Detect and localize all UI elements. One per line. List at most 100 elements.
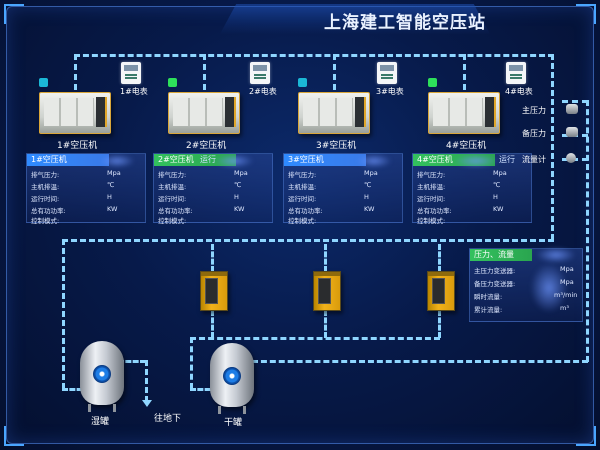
pipe — [74, 54, 554, 57]
row-label: 累计流量: — [474, 306, 503, 314]
pipe — [438, 310, 441, 338]
pipe — [190, 337, 440, 340]
row-unit: H — [493, 193, 498, 201]
pipe — [211, 244, 214, 272]
row-label: 运行时间: — [288, 195, 317, 203]
row-unit: H — [364, 193, 369, 201]
row-unit: Mpa — [493, 169, 507, 177]
sensor-label: 备压力 — [522, 129, 546, 138]
sensor-label: 主压力 — [522, 106, 546, 115]
row-label: 排气压力: — [158, 171, 187, 179]
compressor-panel-4[interactable]: 4#空压机 运行 排气压力: 主机排温: 运行时间: 总有功功率: 控制模式: … — [412, 153, 532, 225]
status-indicator-icon — [39, 78, 48, 87]
compressor-label: 3#空压机 — [316, 141, 357, 151]
pipe — [562, 100, 588, 103]
pipe — [118, 360, 146, 363]
row-unit: ℃ — [493, 181, 501, 189]
row-unit: Mpa — [234, 169, 248, 177]
pipe — [62, 239, 65, 389]
row-unit: KW — [364, 205, 375, 213]
sensor-label: 流量计 — [522, 155, 546, 164]
row-label: 排气压力: — [417, 171, 446, 179]
row-unit: KW — [234, 205, 245, 213]
pipe — [333, 54, 336, 90]
pressure-flow-panel[interactable]: 压力、流量 主压力变送器: 备压力变送器: 瞬时流量: 累计流量: Mpa Mp… — [469, 247, 583, 322]
tank-leg — [243, 406, 246, 414]
row-label: 总有功功率: — [288, 207, 323, 215]
frame-corner — [576, 426, 596, 446]
pipe — [62, 388, 90, 391]
flow-meter-icon — [566, 153, 576, 163]
status-badge: 运行 — [499, 155, 515, 164]
outlet-label: 往地下 — [154, 414, 182, 424]
row-unit: ℃ — [364, 181, 372, 189]
masked-value — [99, 154, 135, 168]
pipe — [252, 360, 588, 363]
row-label: 控制模式: — [288, 217, 317, 225]
status-badge: 运行 — [200, 155, 216, 164]
row-unit: ℃ — [107, 181, 115, 189]
row-label: 排气压力: — [288, 171, 317, 179]
row-label: 总有功功率: — [31, 207, 66, 215]
pipe — [586, 100, 589, 362]
electric-meter-icon[interactable] — [121, 62, 141, 84]
masked-value — [214, 154, 254, 168]
row-label: 主机排温: — [288, 183, 317, 191]
pressure-gauge-icon — [566, 104, 578, 114]
air-compressor-icon — [168, 92, 240, 134]
meter-label: 4#电表 — [505, 87, 533, 96]
meter-label: 3#电表 — [376, 87, 404, 96]
meter-label: 1#电表 — [120, 87, 148, 96]
tank-badge-icon — [93, 365, 111, 383]
compressor-label: 2#空压机 — [186, 141, 227, 151]
tank-leg — [88, 404, 91, 412]
row-unit: m³/min — [554, 291, 578, 299]
row-unit: H — [107, 193, 112, 201]
row-unit: KW — [493, 205, 504, 213]
row-label: 排气压力: — [31, 171, 60, 179]
pipe — [203, 54, 206, 90]
refrigerated-dryer-icon[interactable] — [313, 271, 341, 311]
air-tank-icon — [80, 341, 124, 405]
compressor-panel-2[interactable]: 2#空压机 运行 排气压力: 主机排温: 运行时间: 总有功功率: 控制模式: … — [153, 153, 273, 225]
masked-value — [530, 263, 568, 313]
meter-label: 2#电表 — [249, 87, 277, 96]
row-label: 主压力变送器: — [474, 267, 516, 275]
electric-meter-icon[interactable] — [506, 62, 526, 84]
refrigerated-dryer-icon[interactable] — [200, 271, 228, 311]
row-unit: m³ — [560, 304, 569, 312]
compressor-panel-1[interactable]: 1#空压机 排气压力: 主机排温: 运行时间: 总有功功率: 控制模式: Mpa… — [26, 153, 146, 225]
title-bar — [220, 4, 490, 34]
page-title: 上海建工智能空压站 — [324, 13, 486, 33]
pipe — [324, 244, 327, 272]
row-unit: H — [234, 193, 239, 201]
electric-meter-icon[interactable] — [377, 62, 397, 84]
air-tank-icon — [210, 343, 254, 407]
pipe — [211, 310, 214, 338]
pipe — [463, 54, 466, 90]
row-label: 主机排温: — [158, 183, 187, 191]
frame-corner — [576, 4, 596, 24]
row-label: 控制模式: — [31, 217, 60, 225]
tank-badge-icon — [223, 367, 241, 385]
pressure-gauge-icon — [566, 127, 578, 137]
row-label: 总有功功率: — [158, 207, 193, 215]
refrigerated-dryer-icon[interactable] — [427, 271, 455, 311]
masked-value — [536, 247, 576, 263]
row-label: 主机排温: — [31, 183, 60, 191]
status-indicator-icon — [428, 78, 437, 87]
masked-value — [453, 154, 499, 168]
tank-leg — [113, 404, 116, 412]
pipe — [438, 244, 441, 272]
row-label: 瞬时流量: — [474, 293, 503, 301]
row-label: 控制模式: — [417, 217, 446, 225]
compressor-panel-3[interactable]: 3#空压机 排气压力: 主机排温: 运行时间: 总有功功率: 控制模式: Mpa… — [283, 153, 403, 225]
row-unit: KW — [107, 205, 118, 213]
panel-title: 1#空压机 — [27, 154, 109, 166]
pipe — [62, 239, 554, 242]
pipe — [190, 337, 193, 389]
row-label: 运行时间: — [417, 195, 446, 203]
row-label: 运行时间: — [158, 195, 187, 203]
pipe — [551, 54, 554, 240]
electric-meter-icon[interactable] — [250, 62, 270, 84]
